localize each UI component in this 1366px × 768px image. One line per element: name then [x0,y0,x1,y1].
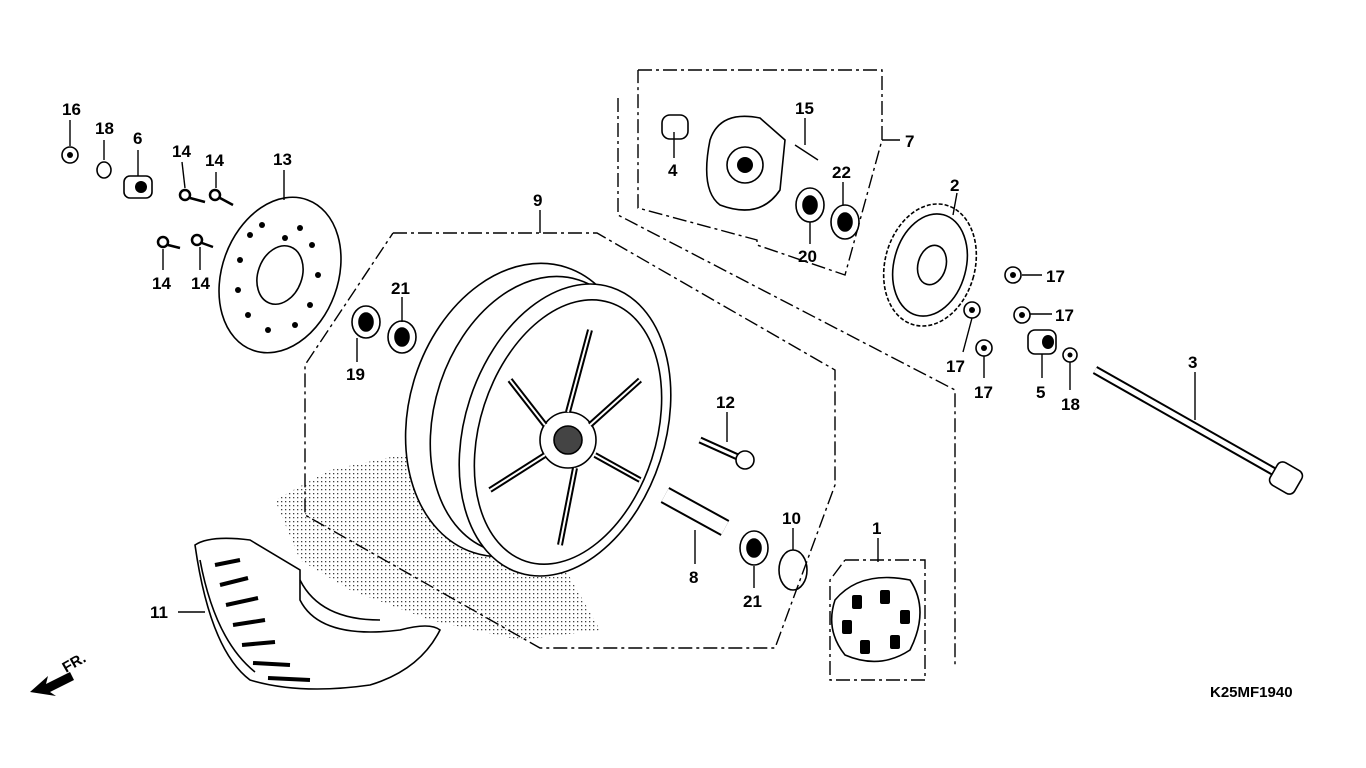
callout-labels: 16 18 6 14 14 13 14 14 9 21 19 4 15 7 22… [62,99,1197,622]
callout-8: 8 [689,568,698,587]
sprocket-hub [661,114,860,240]
callout-7: 7 [905,132,914,151]
callout-12: 12 [716,393,735,412]
damper-rubber [830,576,921,663]
callout-14: 14 [172,142,191,161]
callout-11: 11 [150,603,168,622]
wheel [404,262,672,577]
left-bearings [351,305,417,354]
callout-16: 16 [62,100,81,119]
callout-14: 14 [205,151,224,170]
group-outlines [304,69,956,681]
disc-bolts [156,188,234,250]
direction-label: FR. [60,650,89,677]
callout-10: 10 [782,509,801,528]
callout-22: 22 [832,163,851,182]
callout-14: 14 [152,274,171,293]
callout-17: 17 [1055,306,1074,325]
callout-9: 9 [533,191,542,210]
callout-15: 15 [795,99,814,118]
callout-4: 4 [668,161,678,180]
axle [1092,366,1304,495]
callout-1: 1 [872,519,881,538]
callout-2: 2 [950,176,959,195]
left-hardware [61,146,153,199]
callout-14: 14 [191,274,210,293]
callout-6: 6 [133,129,142,148]
callout-17: 17 [974,383,993,402]
callout-18: 18 [95,119,114,138]
callout-13: 13 [273,150,292,169]
ground-shading [275,455,600,640]
callout-20: 20 [798,247,817,266]
leader-lines [69,118,1196,613]
callout-5: 5 [1036,383,1045,402]
callout-21: 21 [391,279,410,298]
front-direction-arrow: FR. [30,650,89,696]
callout-17: 17 [946,357,965,376]
tire [194,537,442,690]
callout-19: 19 [346,365,365,384]
sprocket [882,203,978,327]
callout-17: 17 [1046,267,1065,286]
callout-18: 18 [1061,395,1080,414]
callout-21: 21 [743,592,762,611]
diagram-code: K25MF1940 [1210,684,1293,701]
callout-3: 3 [1188,353,1197,372]
brake-disc [218,196,342,354]
center-parts [660,436,808,591]
sprocket-nuts [963,266,1078,363]
